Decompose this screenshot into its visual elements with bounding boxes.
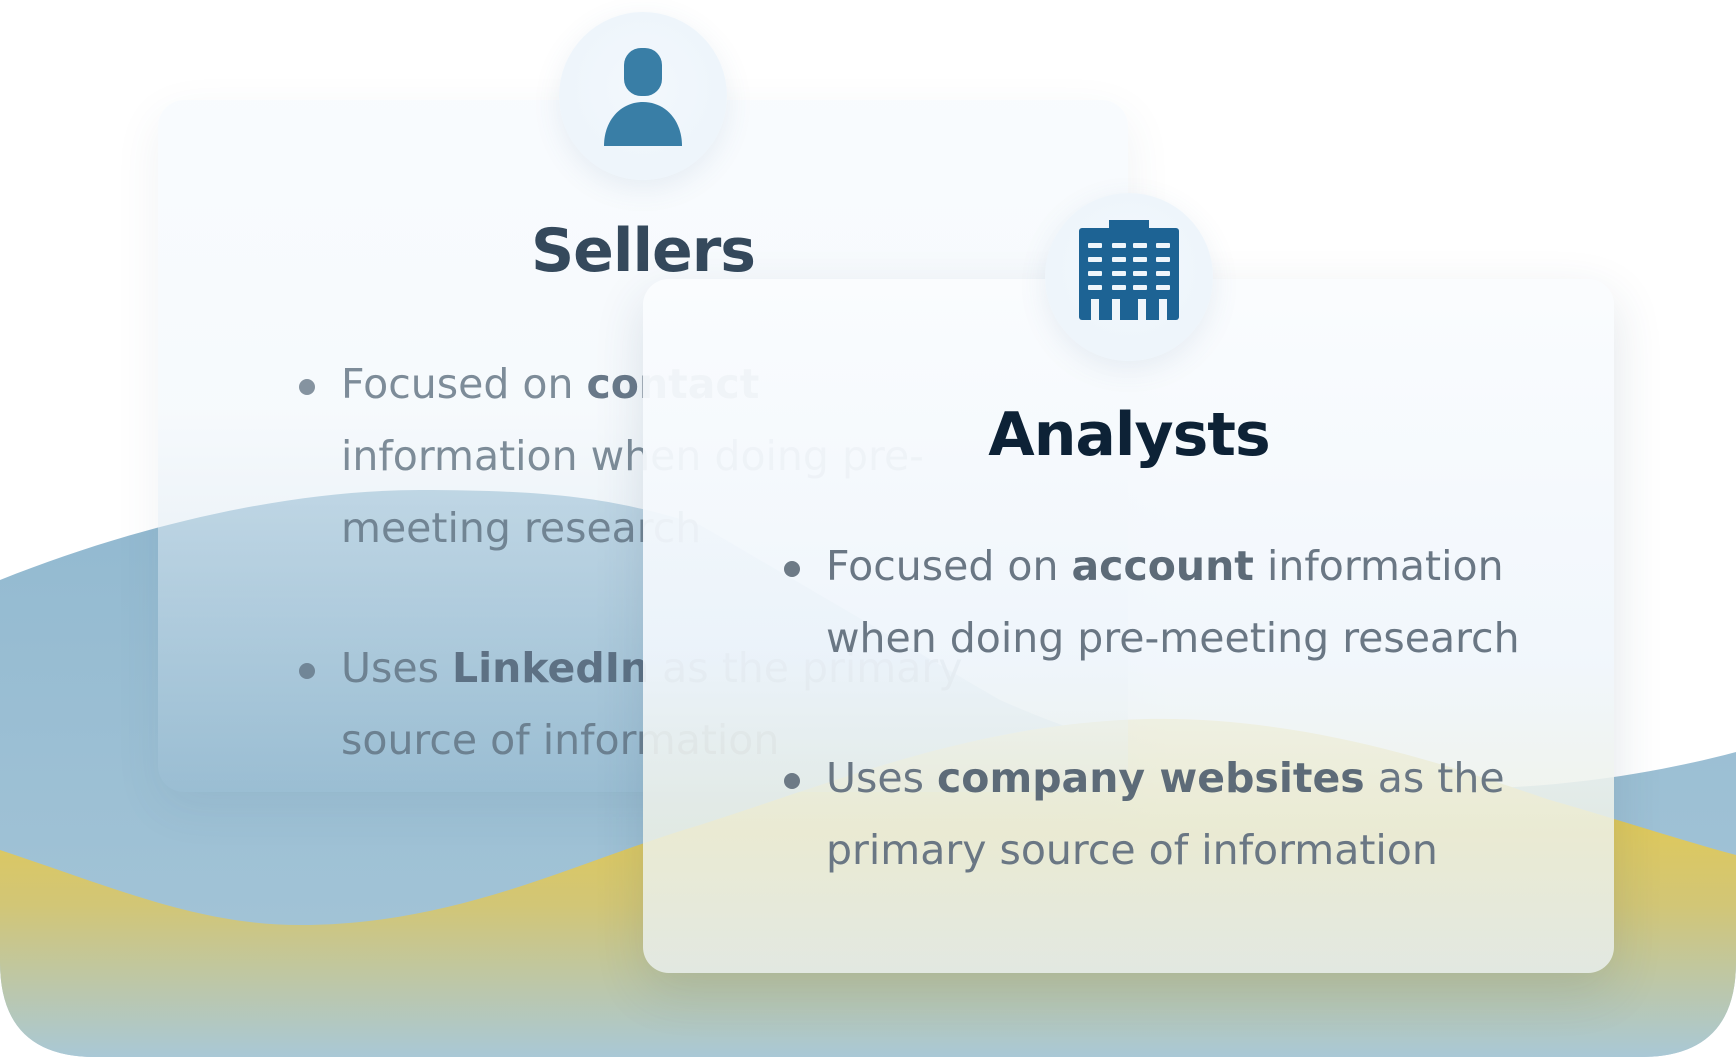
bullet-dot [299, 379, 315, 395]
bullet-dot [299, 663, 315, 679]
person-icon [604, 48, 682, 146]
list-item: Focused on contact information when doin… [299, 348, 981, 564]
analysts-title: Analysts [988, 400, 1270, 470]
bullet-dot [784, 773, 800, 789]
list-item: Focused on account information when doin… [784, 530, 1546, 674]
analysts-bullet-list: Focused on account information when doin… [784, 530, 1546, 954]
sellers-icon-badge [559, 12, 727, 180]
analysts-card [643, 279, 1614, 973]
sellers-title: Sellers [530, 216, 756, 286]
bullet-dot [784, 561, 800, 577]
analysts-icon-badge [1045, 193, 1213, 361]
list-item: Uses company websites as the primary sou… [784, 742, 1546, 886]
building-icon [1079, 220, 1179, 320]
